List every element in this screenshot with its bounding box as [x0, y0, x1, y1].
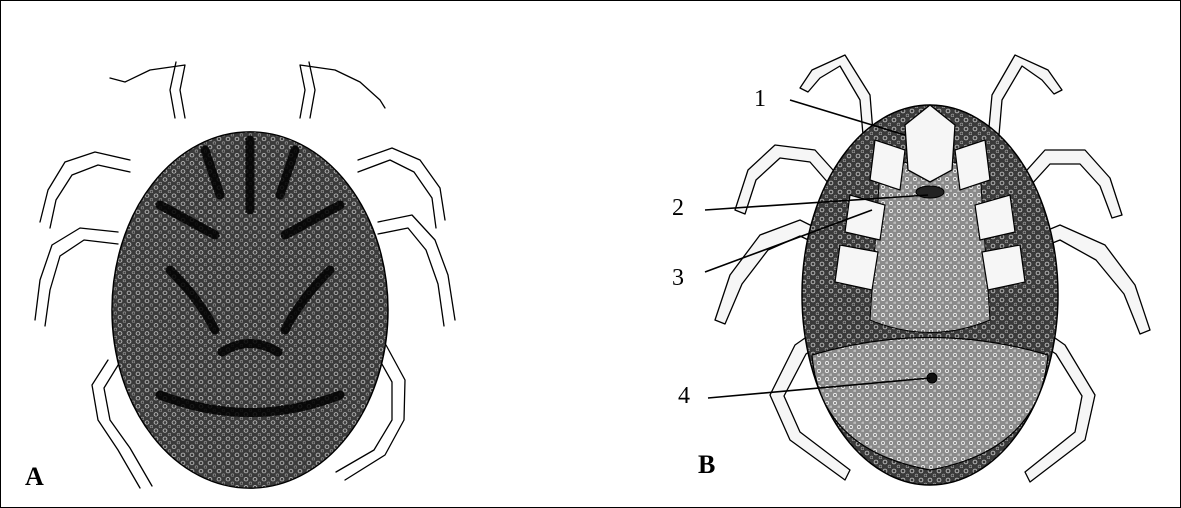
panel-label-b: B — [698, 450, 715, 480]
panel-label-a: A — [25, 462, 44, 492]
callout-number-2: 2 — [672, 195, 684, 222]
dorsal-leg-3-right — [378, 215, 455, 320]
callout-number-1: 1 — [754, 86, 766, 113]
dorsal-leg-1-right — [300, 65, 385, 118]
ventral-view — [705, 55, 1150, 485]
callout-number-3: 3 — [672, 265, 684, 292]
callout-number-4: 4 — [678, 383, 690, 410]
ventral-anal-region — [812, 338, 1048, 471]
dorsal-view — [35, 62, 455, 488]
dorsal-leg-2-right — [358, 148, 445, 220]
